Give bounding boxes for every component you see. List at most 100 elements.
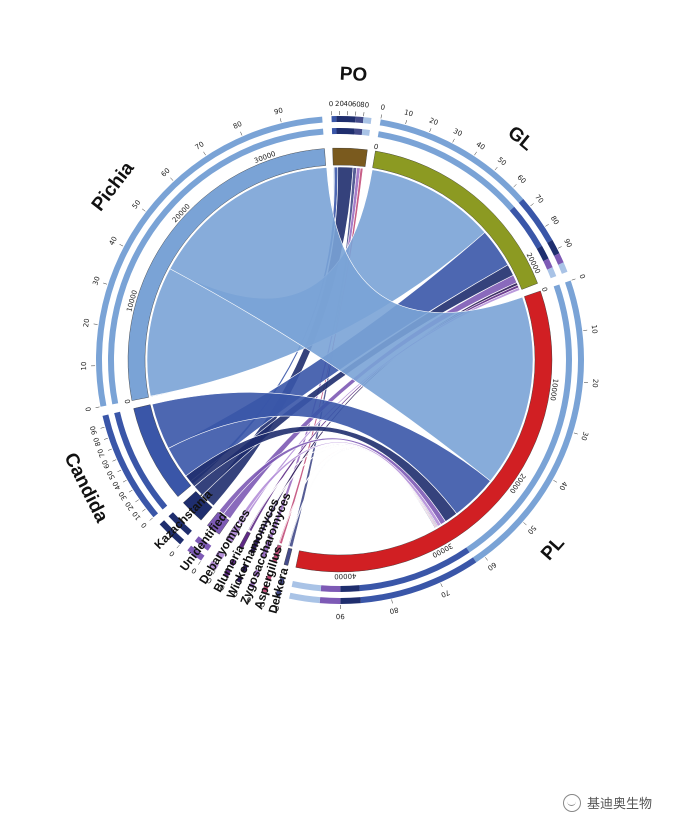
ring2-unidentified-unidentified — [187, 545, 205, 561]
ring1-dekkera-dekkera — [278, 577, 285, 585]
tick-gl-70 — [530, 203, 534, 207]
tick-label-pl-20: 20 — [591, 378, 600, 388]
tick-wickerhamomyces-0 — [238, 583, 241, 588]
count-label-pl-40000: 40000 — [334, 572, 356, 581]
ring2-gl-unidentified — [554, 253, 564, 265]
watermark-text: 基迪奥生物 — [586, 797, 652, 812]
tick-label-pichia-20: 20 — [82, 318, 91, 328]
tick-label-candida-40: 40 — [111, 480, 122, 492]
ring2-gl-candida — [518, 198, 553, 243]
tick-label-pl-10: 10 — [590, 324, 599, 334]
ring1-debaryomyces-debaryomyces — [215, 550, 225, 560]
arc-kazachstania — [183, 491, 213, 521]
ring1-gl-unidentified — [543, 258, 553, 270]
tick-label-gl-10: 10 — [403, 108, 414, 118]
tick-label-po-0: 0 — [329, 100, 334, 108]
arc-pichia — [127, 148, 326, 401]
ring1-po-other — [361, 129, 370, 136]
tick-label-pl-80: 80 — [389, 605, 399, 615]
tick-label-wickerhamomyces-0: 0 — [232, 589, 239, 598]
ring1-kazachstania-kazachstania — [168, 512, 192, 536]
tick-unidentified-0 — [198, 561, 201, 565]
inner-arcs — [127, 147, 553, 573]
ring2-pl-kazachstania — [340, 597, 361, 604]
arc-aspergillus — [272, 544, 282, 563]
tick-label-pichia-30: 30 — [91, 275, 101, 286]
tick-label-pichia-10: 10 — [80, 361, 88, 370]
arc-dekkera — [283, 547, 293, 566]
tick-pl-0 — [571, 278, 576, 281]
arc-candida — [133, 404, 192, 497]
ring1-aspergillus-aspergillus — [266, 574, 272, 582]
tick-pichia-80 — [240, 131, 243, 136]
tick-pl-30 — [573, 432, 578, 435]
tick-label-pl-40: 40 — [557, 480, 568, 492]
arc-po — [332, 147, 368, 167]
ring2-candida-candida — [102, 414, 159, 518]
arc-blumeria — [238, 531, 251, 549]
tick-pl-80 — [391, 599, 393, 604]
tick-label-candida-20: 20 — [124, 500, 136, 512]
tick-pichia-40 — [119, 244, 124, 247]
tick-label-pl-90: 90 — [336, 612, 345, 620]
ring1-pl-other — [291, 581, 322, 592]
tick-label-pichia-60: 60 — [160, 167, 172, 179]
arc-unidentified — [207, 511, 230, 535]
tick-candida-60 — [112, 459, 117, 462]
tick-label-debaryomyces-0: 0 — [206, 576, 214, 585]
ring1-pl-candida — [359, 547, 470, 592]
outer-rings — [96, 115, 584, 604]
tick-kazachstania-0 — [176, 544, 180, 549]
tick-gl-50 — [494, 166, 498, 171]
ring1-wickerhamomyces-wickerhamomyces — [241, 564, 248, 572]
ring2-debaryomyces-debaryomyces — [208, 560, 219, 570]
count-label-gl-0: 0 — [373, 143, 379, 152]
tick-label-pl-70: 70 — [440, 588, 451, 599]
tick-label-candida-60: 60 — [101, 458, 112, 469]
tick-label-gl-20: 20 — [428, 116, 439, 127]
tick-pl-50 — [523, 522, 527, 526]
label-gl: GL — [504, 122, 538, 155]
tick-label-gl-40: 40 — [475, 140, 487, 152]
ring1-po-dekkera — [354, 128, 363, 136]
tick-gl-0 — [380, 114, 382, 119]
ring2-gl-other — [558, 262, 568, 274]
chord-links — [146, 166, 534, 548]
wechat-icon — [562, 793, 581, 812]
tick-pl-60 — [485, 557, 488, 561]
ring2-pl-unidentified — [319, 597, 341, 604]
tick-aspergillus-0 — [264, 593, 267, 598]
tick-candida-40 — [122, 479, 127, 483]
tick-label-pichia-90: 90 — [273, 107, 284, 117]
tick-label-pl-0: 0 — [578, 273, 587, 280]
tick-label-gl-80: 80 — [549, 214, 561, 226]
tick-gl-10 — [405, 120, 407, 125]
tick-label-po-20: 20 — [335, 100, 344, 108]
tick-candida-20 — [135, 499, 139, 503]
ring1-unidentified-unidentified — [194, 536, 212, 551]
ring2-kazachstania-kazachstania — [159, 520, 185, 545]
tick-dekkera-0 — [278, 597, 280, 602]
tick-candida-80 — [103, 437, 108, 440]
tick-pichia-70 — [203, 151, 206, 156]
tick-label-candida-70: 70 — [96, 447, 107, 458]
tick-label-candida-90: 90 — [89, 425, 99, 436]
ring2-po-candida — [331, 116, 337, 123]
tick-label-pl-60: 60 — [486, 560, 498, 572]
ring1-candida-candida — [114, 411, 168, 510]
tick-label-pichia-40: 40 — [108, 235, 119, 247]
tick-candida-90 — [100, 426, 105, 429]
ring2-pl-other — [289, 592, 321, 604]
ring1-pl-pichia — [466, 284, 573, 553]
ring1-po-kazachstania — [336, 128, 355, 135]
tick-label-pichia-50: 50 — [131, 199, 143, 211]
tick-candida-0 — [149, 517, 153, 521]
ring2-po-kazachstania — [336, 115, 356, 123]
tick-label-gl-50: 50 — [496, 156, 508, 168]
ring2-blumeria-blumeria — [223, 569, 231, 577]
ring2-aspergillus-aspergillus — [262, 585, 269, 593]
tick-pichia-90 — [280, 118, 282, 123]
tick-label-candida-30: 30 — [117, 490, 129, 502]
tick-label-gl-90: 90 — [562, 237, 573, 249]
